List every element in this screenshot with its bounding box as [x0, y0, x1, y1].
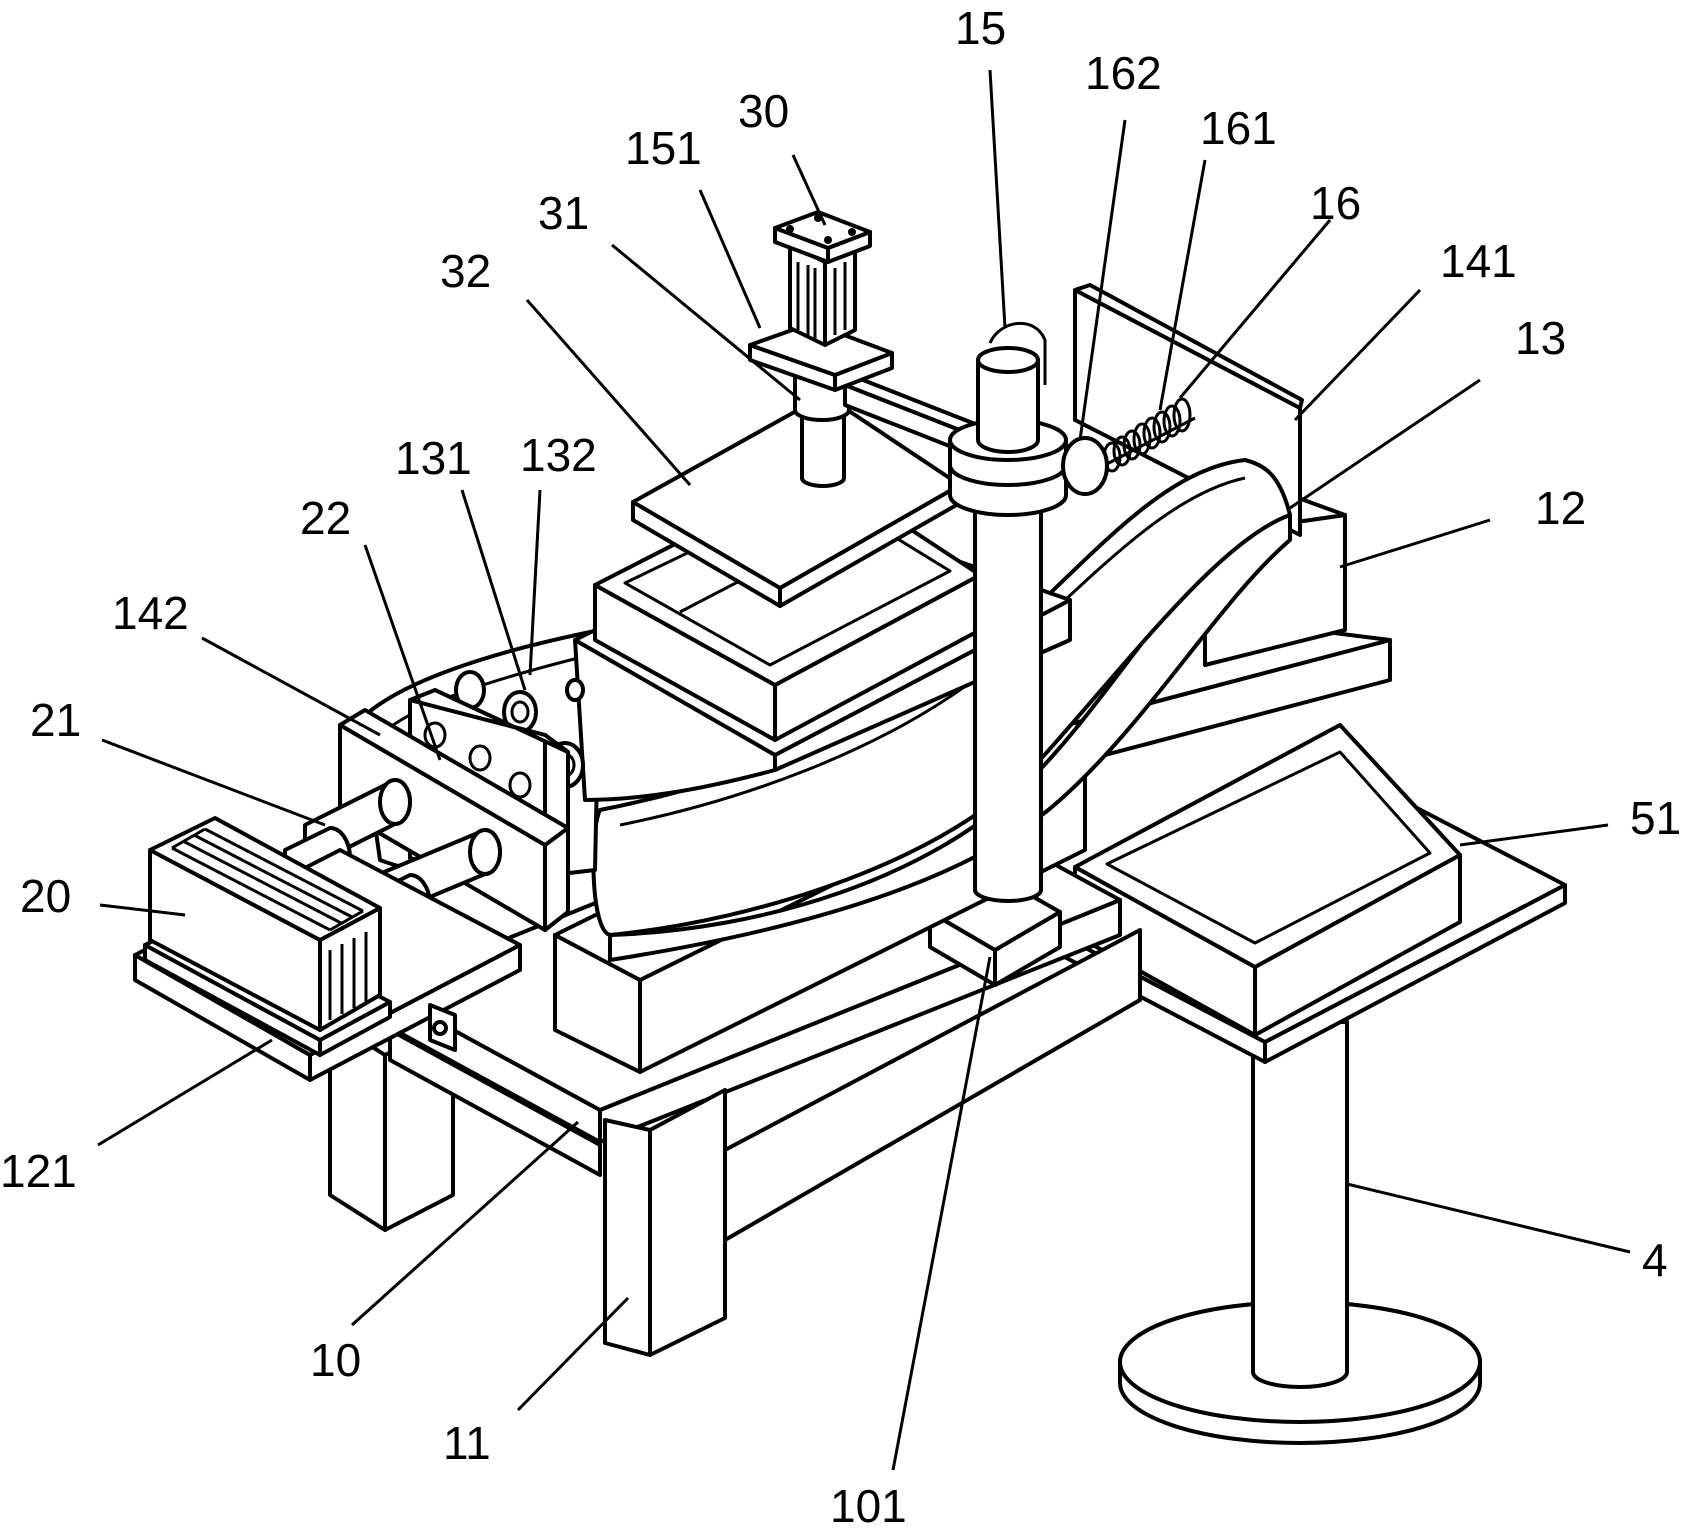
label-162: 162: [1085, 47, 1162, 99]
label-131: 131: [395, 432, 472, 484]
label-32: 32: [440, 245, 492, 297]
spring-coils: [1102, 397, 1192, 473]
label-51: 51: [1630, 792, 1682, 844]
label-12: 12: [1535, 482, 1587, 534]
label-101: 101: [830, 1480, 907, 1532]
cylinder-mount: [748, 210, 894, 392]
motor-box: [143, 816, 392, 1057]
label-11: 11: [443, 1417, 491, 1469]
label-10: 10: [310, 1334, 362, 1386]
label-142: 142: [112, 587, 189, 639]
label-30: 30: [738, 85, 790, 137]
label-121: 121: [0, 1145, 77, 1197]
label-20: 20: [20, 870, 72, 922]
press-plate: [631, 393, 962, 608]
press-rod: [793, 373, 851, 488]
label-13: 13: [1515, 312, 1567, 364]
pedestal-stand: [1118, 1020, 1482, 1445]
label-151: 151: [625, 122, 702, 174]
label-141: 141: [1440, 235, 1517, 287]
spring-assembly: [1061, 397, 1196, 496]
vent-slots-side: [328, 932, 368, 1020]
column-foot-block: [928, 873, 1062, 987]
label-21: 21: [30, 694, 82, 746]
vertical-column: [948, 322, 1068, 903]
label-22: 22: [300, 492, 352, 544]
label-132: 132: [520, 429, 597, 481]
collecting-tray: [1034, 723, 1567, 1064]
label-4: 4: [1642, 1234, 1668, 1286]
vent-slots-top: [171, 827, 364, 932]
label-16: 16: [1310, 177, 1362, 229]
label-31: 31: [538, 187, 590, 239]
leader-lines: [97, 69, 1631, 1471]
side-plate: [338, 688, 570, 932]
label-15: 15: [955, 2, 1007, 54]
label-161: 161: [1200, 102, 1277, 154]
